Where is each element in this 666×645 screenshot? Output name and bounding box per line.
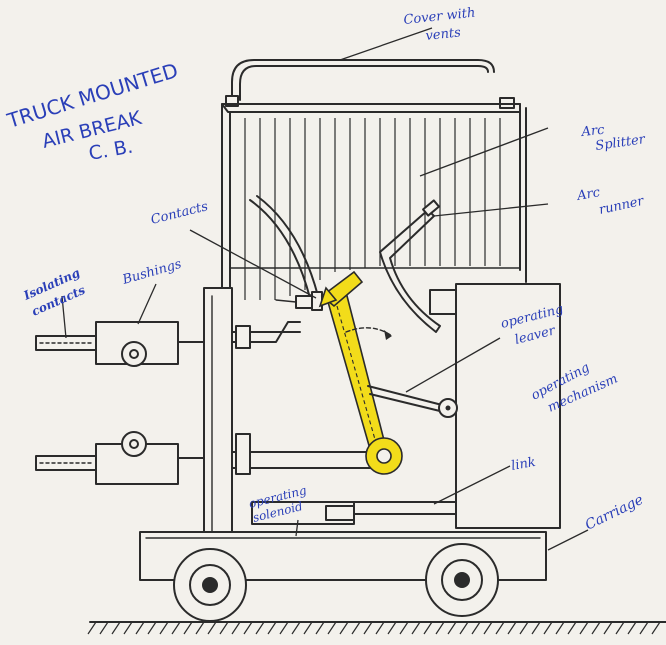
ground-hatch-mark bbox=[327, 621, 337, 635]
ground-hatch-mark bbox=[555, 621, 565, 635]
ground-hatch-mark bbox=[471, 621, 481, 635]
svg-text:vents: vents bbox=[425, 25, 462, 44]
operating-lever bbox=[318, 270, 403, 475]
upper-bushing bbox=[35, 321, 301, 367]
ground-hatch-mark bbox=[195, 621, 205, 635]
svg-text:Splitter: Splitter bbox=[594, 132, 646, 154]
label-link: link bbox=[510, 455, 537, 474]
ground-hatch-mark bbox=[567, 621, 577, 635]
ground-hatch-mark bbox=[483, 621, 493, 635]
ground-hatch-mark bbox=[99, 621, 109, 635]
ground-hatch-mark bbox=[591, 621, 601, 635]
ground-hatch-mark bbox=[615, 621, 625, 635]
ground-hatch-mark bbox=[147, 621, 157, 635]
leader-lines bbox=[61, 27, 589, 551]
ground-hatch-mark bbox=[279, 621, 289, 635]
ground-hatch-mark bbox=[651, 621, 661, 635]
ground-hatch-mark bbox=[255, 621, 265, 635]
ground-hatch-mark bbox=[183, 621, 193, 635]
operating-mechanism bbox=[367, 283, 561, 529]
ground-hatch-mark bbox=[363, 621, 373, 635]
main-contacts bbox=[275, 291, 323, 311]
ground-hatch-mark bbox=[315, 621, 325, 635]
ground-hatch-mark bbox=[507, 621, 517, 635]
ground-hatch-mark bbox=[579, 621, 589, 635]
operating-solenoid bbox=[251, 501, 355, 525]
ground-hatch-mark bbox=[435, 621, 445, 635]
ground-hatch-mark bbox=[243, 621, 253, 635]
ground-hatch-mark bbox=[207, 621, 217, 635]
carriage bbox=[139, 531, 547, 622]
diagram-title: TRUCK MOUNTED AIR BREAK C. B. bbox=[3, 58, 180, 165]
ground-hatch-mark bbox=[639, 621, 649, 635]
arc-splitter-plates bbox=[244, 118, 501, 300]
ground-hatch-mark bbox=[495, 621, 505, 635]
ground-hatch-mark bbox=[291, 621, 301, 635]
ground-hatch-mark bbox=[159, 621, 169, 635]
ground-hatch-mark bbox=[351, 621, 361, 635]
ground-hatch-mark bbox=[171, 621, 181, 635]
ground-hatch-mark bbox=[87, 621, 97, 635]
motion-arrow bbox=[345, 327, 393, 340]
ground-hatch-mark bbox=[267, 621, 277, 635]
ground-hatch-mark bbox=[123, 621, 133, 635]
ground-hatch-mark bbox=[339, 621, 349, 635]
ground-hatch-mark bbox=[447, 621, 457, 635]
label-arc-runner: Arc bbox=[575, 185, 602, 204]
operating-rod bbox=[367, 385, 447, 407]
ground-hatch-mark bbox=[219, 621, 229, 635]
ground-hatch-mark bbox=[387, 621, 397, 635]
ground-hatch-mark bbox=[375, 621, 385, 635]
label-contacts: Contacts bbox=[149, 199, 210, 228]
cover-with-vents bbox=[225, 59, 515, 109]
ground-hatch-mark bbox=[231, 621, 241, 635]
ground-hatch-mark bbox=[423, 621, 433, 635]
ground-hatch-mark bbox=[459, 621, 469, 635]
ground-hatch-mark bbox=[399, 621, 409, 635]
arc-runner-left bbox=[249, 195, 319, 299]
label-carriage: Carriage bbox=[583, 492, 646, 534]
ground-line bbox=[87, 621, 666, 635]
frame-column bbox=[203, 287, 233, 541]
lower-bushing bbox=[35, 431, 373, 485]
label-cover-with-vents: Cover with bbox=[403, 6, 476, 28]
arc-runner-right bbox=[379, 199, 441, 333]
ground-hatch-mark bbox=[603, 621, 613, 635]
ground-hatch-mark bbox=[543, 621, 553, 635]
ground-hatch-mark bbox=[111, 621, 121, 635]
ground-hatch-mark bbox=[627, 621, 637, 635]
ground-hatch-mark bbox=[519, 621, 529, 635]
link-rod bbox=[351, 501, 457, 515]
ground-hatch-mark bbox=[411, 621, 421, 635]
ground-hatch-mark bbox=[531, 621, 541, 635]
arc-chute bbox=[221, 103, 527, 300]
label-arc-splitter: Arc bbox=[580, 123, 606, 140]
label-bushings: Bushings bbox=[120, 257, 184, 288]
ground-hatch-mark bbox=[135, 621, 145, 635]
ground-hatch-mark bbox=[303, 621, 313, 635]
svg-text:runner: runner bbox=[598, 194, 646, 218]
